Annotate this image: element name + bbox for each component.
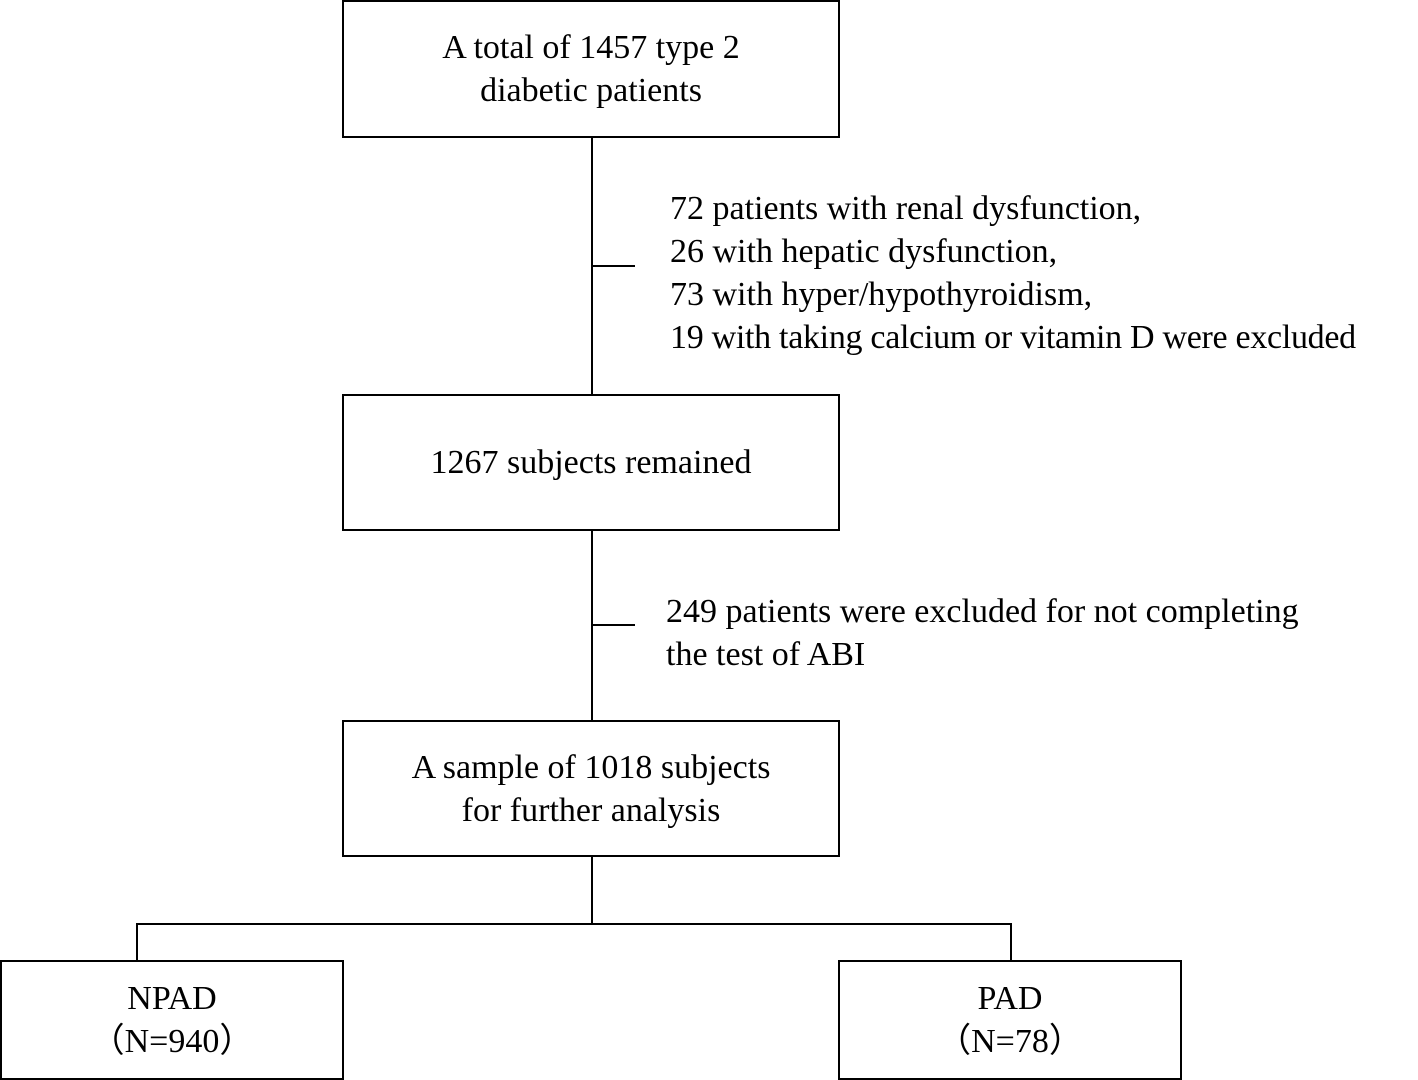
exclusion-note-2: 249 patients were excluded for not compl… — [666, 590, 1299, 676]
box-total-patients: A total of 1457 type 2 diabetic patients — [342, 0, 840, 138]
box-total-line-2: diabetic patients — [480, 72, 702, 109]
exclusion-1-line-1: 72 patients with renal dysfunction, — [670, 190, 1142, 227]
connector-sample-to-split — [591, 856, 593, 925]
exclusion-note-1: 72 patients with renal dysfunction, 26 w… — [670, 187, 1356, 359]
exclusion-tick-2 — [591, 624, 635, 626]
box-npad-line-2: （N=940） — [90, 1023, 254, 1060]
exclusion-1-line-2: 26 with hepatic dysfunction, — [670, 233, 1058, 270]
exclusion-2-line-1: 249 patients were excluded for not compl… — [666, 593, 1299, 630]
box-sample-analysis: A sample of 1018 subjects for further an… — [342, 720, 840, 857]
exclusion-2-line-2: the test of ABI — [666, 636, 866, 673]
split-bar — [136, 923, 1012, 925]
exclusion-tick-1 — [591, 265, 635, 267]
exclusion-1-line-4: 19 with taking calcium or vitamin D were… — [670, 319, 1356, 356]
exclusion-1-line-3: 73 with hyper/hypothyroidism, — [670, 276, 1093, 313]
box-pad-line-2: （N=78） — [937, 1023, 1083, 1060]
box-pad-line-1: PAD — [977, 980, 1043, 1017]
box-pad: PAD （N=78） — [838, 960, 1182, 1080]
box-subjects-remained: 1267 subjects remained — [342, 394, 840, 531]
connector-to-npad — [136, 923, 138, 961]
box-remained-line-1: 1267 subjects remained — [430, 444, 752, 481]
box-sample-line-2: for further analysis — [461, 791, 721, 829]
box-npad-line-1: NPAD — [127, 980, 217, 1017]
box-total-line-1: A total of 1457 type 2 — [442, 29, 740, 66]
connector-to-pad — [1010, 923, 1012, 961]
box-sample-line-1: A sample of 1018 subjects — [411, 748, 771, 786]
box-npad: NPAD （N=940） — [0, 960, 344, 1080]
